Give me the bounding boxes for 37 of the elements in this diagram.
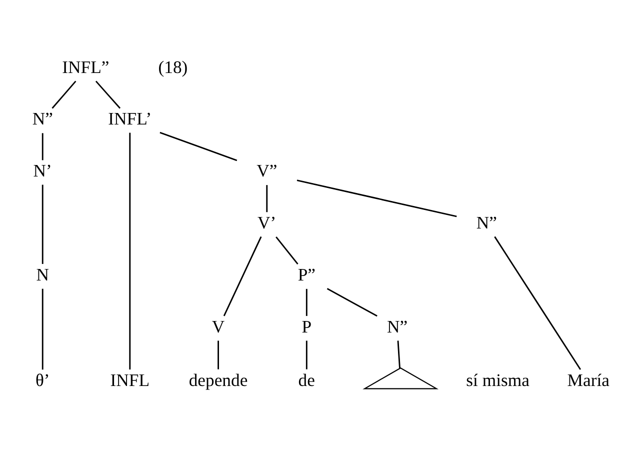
node-text: θ’ — [35, 369, 50, 390]
node-text: N” — [32, 108, 53, 128]
connector — [276, 236, 298, 264]
connector — [95, 80, 121, 108]
node-triangle — [362, 366, 439, 389]
connector — [160, 131, 238, 161]
node-text: N’ — [33, 160, 52, 180]
node-text: de — [298, 369, 315, 390]
node-text: INFL’ — [108, 108, 152, 128]
connector — [218, 340, 219, 369]
node-text: V — [212, 316, 225, 336]
connector — [494, 236, 582, 370]
node-text: V” — [256, 160, 278, 180]
connector — [42, 288, 44, 370]
connector — [42, 184, 44, 264]
node-text: N” — [476, 212, 498, 232]
label: (18) — [158, 56, 188, 76]
connector — [223, 236, 262, 316]
node-text: N” — [386, 316, 408, 336]
node-text: María — [567, 369, 610, 390]
node-text: depende — [188, 369, 248, 390]
node-text: N — [36, 264, 50, 284]
connector — [129, 132, 131, 370]
connector — [266, 184, 268, 212]
node-text: INFL — [110, 369, 150, 390]
connector — [306, 288, 308, 316]
node-text: V’ — [258, 212, 276, 232]
connector — [52, 80, 76, 108]
connector — [42, 132, 44, 160]
connector — [296, 179, 457, 217]
node-text: P” — [298, 264, 316, 284]
node-label: sí misma — [466, 369, 530, 390]
connector — [306, 340, 308, 369]
node-text: P — [302, 316, 312, 336]
connector — [397, 340, 400, 368]
node-text: INFL” — [62, 56, 110, 76]
connector — [326, 288, 378, 316]
